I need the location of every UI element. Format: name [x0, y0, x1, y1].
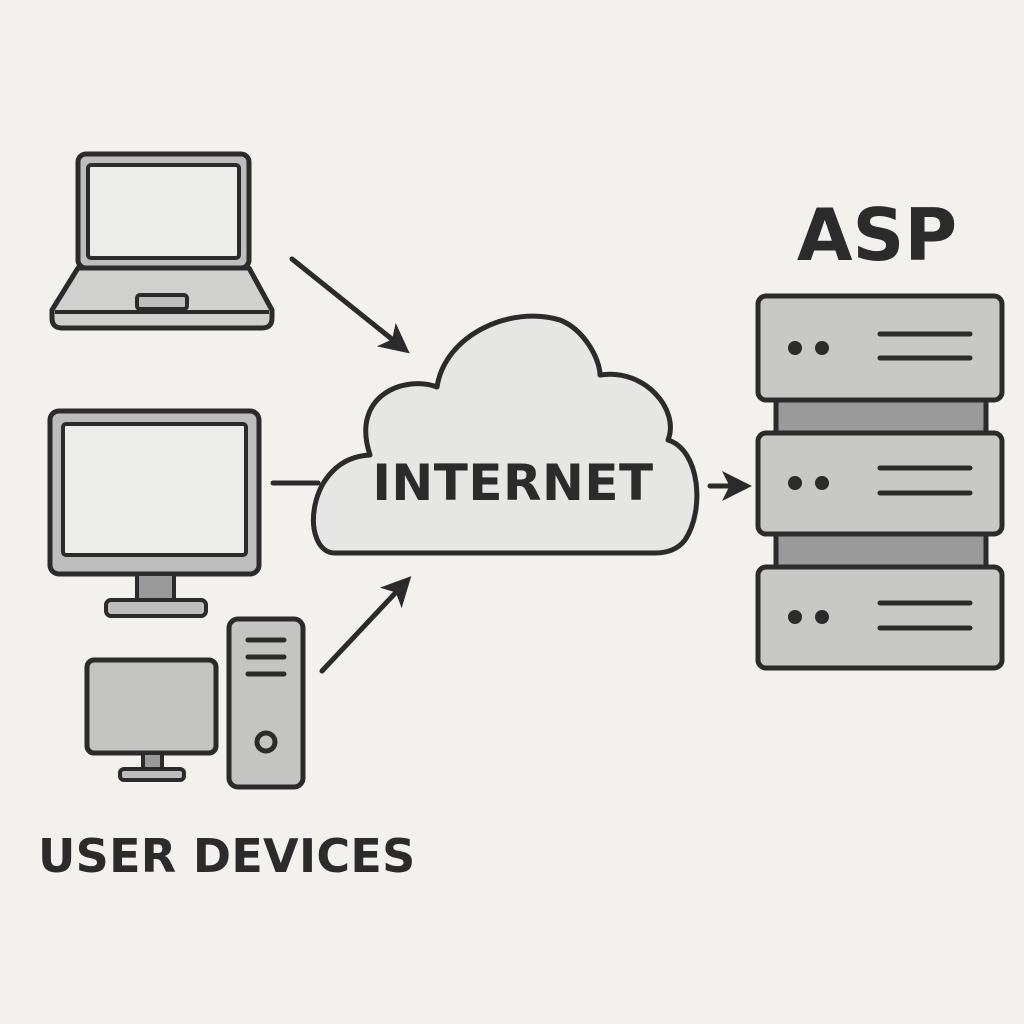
- server-rack-icon: [755, 293, 1005, 671]
- cloud-label: INTERNET: [372, 454, 653, 512]
- laptop-icon: [49, 151, 275, 331]
- device-group-label: USER DEVICES: [38, 829, 416, 883]
- desktop-connector-arrow: [319, 576, 412, 674]
- desktop-computer-icon: [84, 616, 306, 790]
- server-unit: [755, 293, 1005, 403]
- laptop-connector-arrow: [289, 256, 410, 354]
- server-group-label: ASP: [797, 193, 957, 277]
- cloud-icon: [311, 313, 700, 556]
- monitor-icon: [47, 408, 262, 618]
- server-unit: [755, 430, 1005, 537]
- server-unit: [755, 564, 1005, 671]
